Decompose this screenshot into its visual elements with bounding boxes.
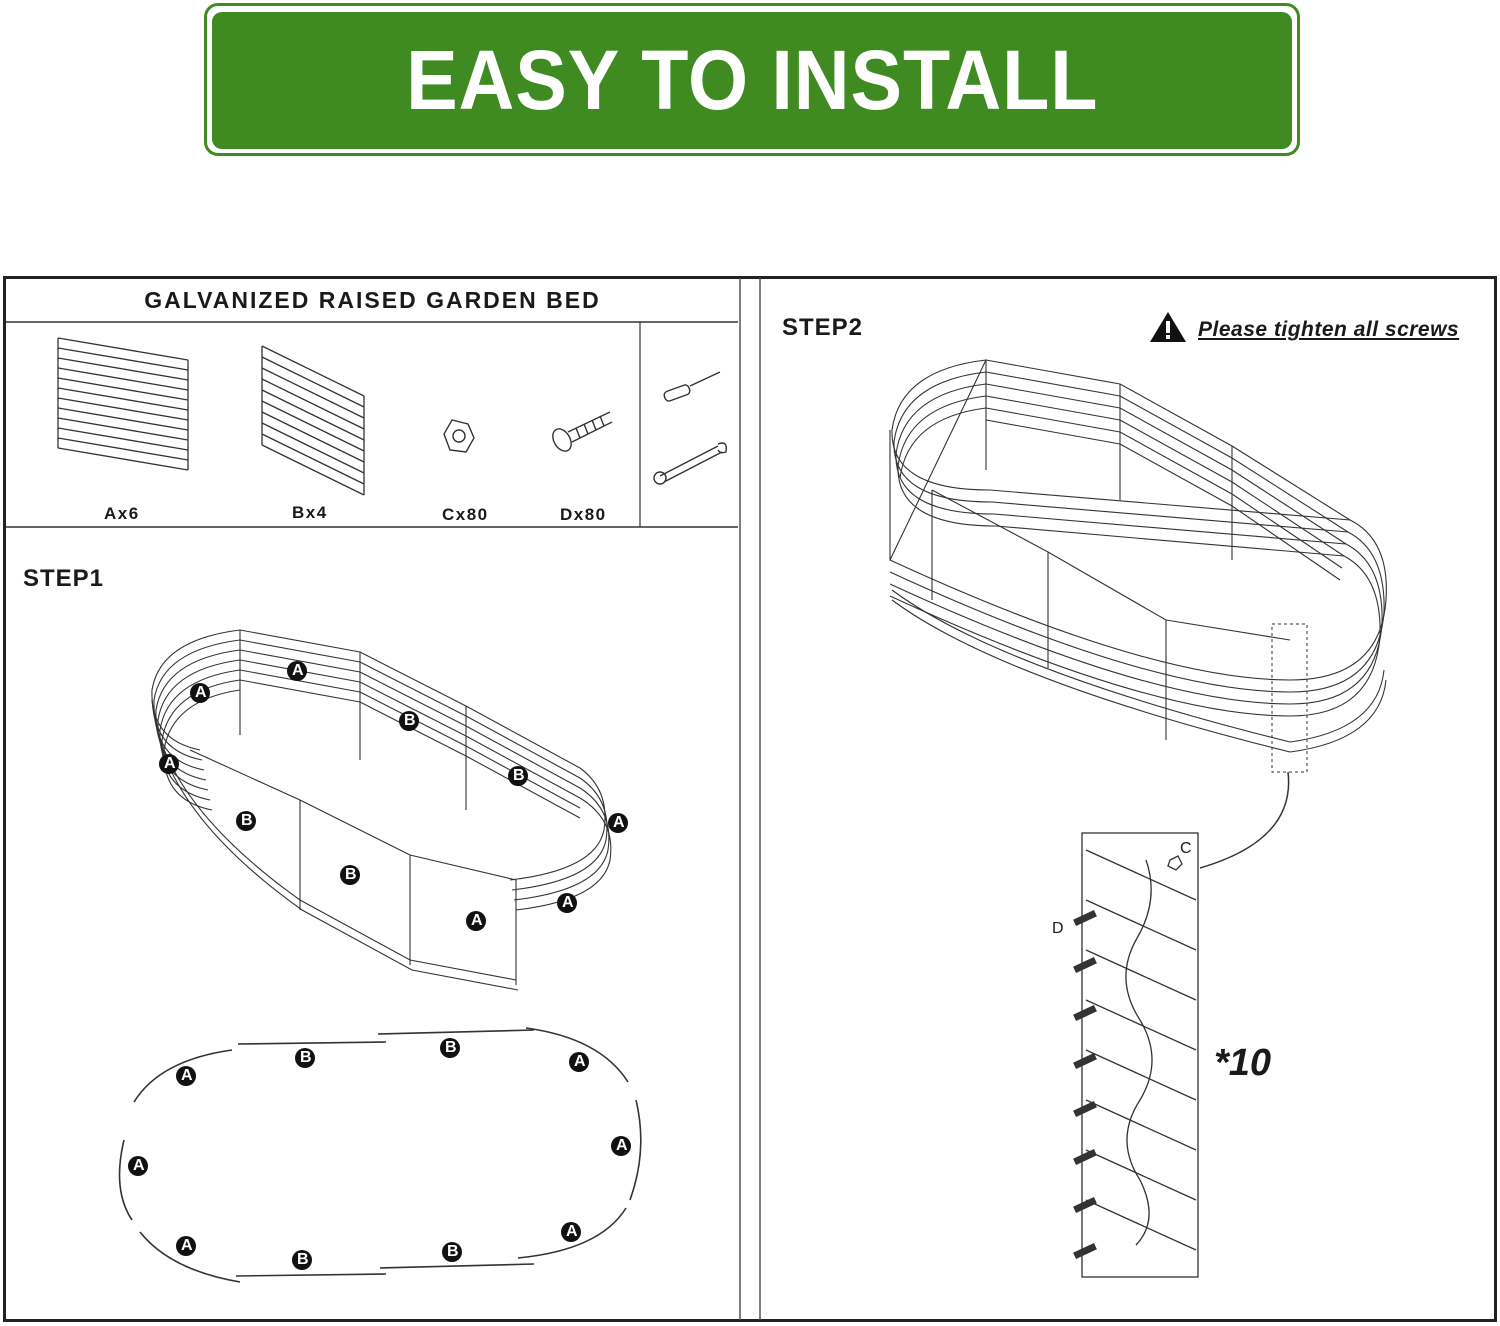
- badge-letter: B: [447, 1243, 459, 1260]
- step1-top-view-badges: [128, 1038, 631, 1270]
- callout-connector: [1199, 771, 1290, 869]
- step1-heading: STEP1: [23, 565, 105, 592]
- tighten-screws-note: Please tighten all screws: [1198, 318, 1460, 341]
- nut-label: C: [1180, 840, 1192, 857]
- part-a-quantity: Ax6: [104, 504, 140, 523]
- badge-letter: B: [300, 1049, 312, 1066]
- detail-callout-box: [1271, 623, 1308, 773]
- badge-letter: A: [574, 1053, 586, 1070]
- screwdriver-icon: [663, 371, 721, 402]
- repeat-multiplier: *10: [1214, 1042, 1272, 1084]
- badge-letter: B: [297, 1251, 309, 1268]
- banner-title: EASY TO INSTALL: [405, 33, 1099, 127]
- badge-letter: A: [181, 1067, 193, 1084]
- badge-letter: B: [241, 812, 253, 829]
- badge-letter: B: [404, 712, 416, 729]
- step2-detail-drawing: [1081, 832, 1199, 1278]
- badge-letter: A: [613, 814, 625, 831]
- badge-letter: A: [471, 912, 483, 929]
- badge-letter: B: [345, 866, 357, 883]
- badge-letter: A: [562, 894, 574, 911]
- screw-label: D: [1052, 920, 1064, 937]
- part-a-panel-drawing: [57, 337, 189, 471]
- screw-icon: [552, 411, 613, 452]
- step2-heading: STEP2: [782, 314, 864, 341]
- part-d-quantity: Dx80: [560, 505, 607, 524]
- step2-assembled-bed-drawing: [889, 359, 1387, 753]
- badge-letter: A: [292, 662, 304, 679]
- badge-letter: A: [133, 1157, 145, 1174]
- badge-letter: B: [513, 767, 525, 784]
- parts-list-title: GALVANIZED RAISED GARDEN BED: [144, 287, 601, 313]
- badge-letter: A: [566, 1223, 578, 1240]
- badge-letter: A: [616, 1137, 628, 1154]
- nut-icon: [443, 419, 475, 453]
- badge-letter: A: [181, 1237, 193, 1254]
- instruction-frame: [3, 276, 1497, 1322]
- part-b-quantity: Bx4: [292, 503, 328, 522]
- badge-letter: A: [164, 755, 176, 772]
- detail-screws: [1073, 909, 1097, 1260]
- part-c-quantity: Cx80: [442, 505, 489, 524]
- step1-assembly-drawing: [151, 629, 612, 991]
- wrench-icon: [653, 442, 728, 485]
- part-b-panel-drawing: [261, 345, 365, 496]
- badge-letter: B: [445, 1039, 457, 1056]
- title-banner: EASY TO INSTALL: [212, 12, 1292, 149]
- warning-icon: [1150, 312, 1186, 342]
- badge-letter: A: [195, 684, 207, 701]
- step1-top-view-drawing: [118, 1027, 642, 1283]
